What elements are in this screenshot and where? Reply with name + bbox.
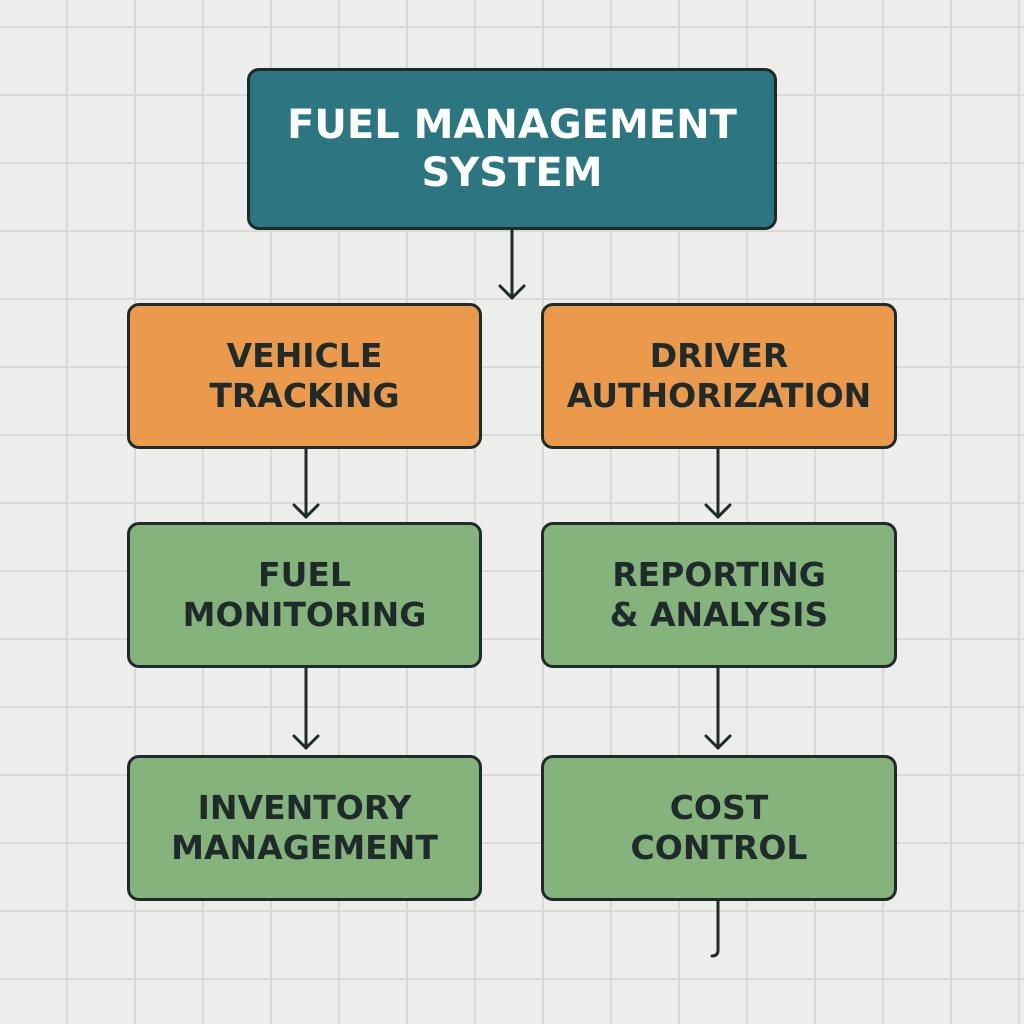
arrow-driver-to-reporting [704,447,732,519]
line-cost-control-continuation [710,899,720,958]
node-fuel-management-system: FUEL MANAGEMENT SYSTEM [247,68,777,230]
node-label: FUEL MANAGEMENT SYSTEM [287,102,737,196]
arrow-fuel-monitoring-to-inventory [292,666,320,750]
node-label: INVENTORY MANAGEMENT [171,788,438,867]
node-label: FUEL MONITORING [182,555,427,634]
node-reporting-analysis: REPORTING & ANALYSIS [541,522,897,668]
node-fuel-monitoring: FUEL MONITORING [127,522,482,668]
node-label: VEHICLE TRACKING [209,336,400,415]
node-inventory-management: INVENTORY MANAGEMENT [127,755,482,901]
node-label: REPORTING & ANALYSIS [609,555,829,634]
node-cost-control: COST CONTROL [541,755,897,901]
arrow-reporting-to-cost-control [704,666,732,750]
arrow-vehicle-to-fuel-monitoring [292,447,320,519]
node-vehicle-tracking: VEHICLE TRACKING [127,303,482,449]
arrow-root-down [498,228,526,300]
node-label: DRIVER AUTHORIZATION [566,336,872,415]
node-driver-authorization: DRIVER AUTHORIZATION [541,303,897,449]
node-label: COST CONTROL [630,788,808,867]
